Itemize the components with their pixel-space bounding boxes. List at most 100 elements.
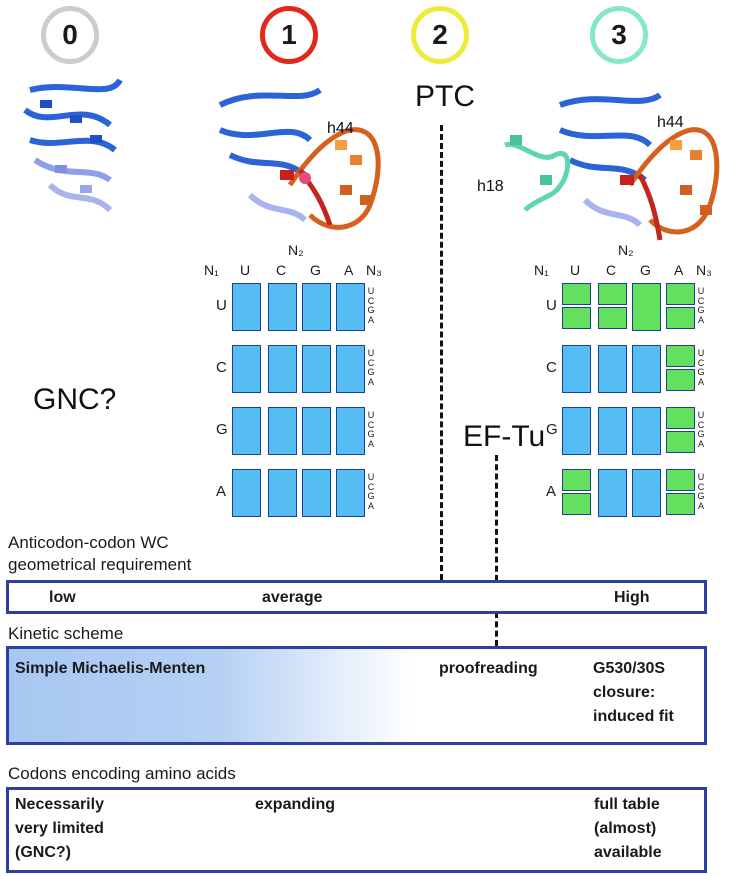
column-header: C — [606, 262, 617, 278]
codon-box-half — [562, 493, 591, 515]
codon-box — [268, 469, 297, 517]
n3-header: N₃ — [696, 262, 712, 278]
stage-3-label: 3 — [611, 19, 627, 50]
codon-box — [632, 345, 661, 393]
codon-box — [598, 345, 627, 393]
third-position-label: C — [367, 357, 375, 368]
third-position-label: C — [697, 481, 705, 492]
codon-box-half — [562, 307, 591, 329]
codon-box-half — [562, 283, 591, 305]
third-position-label: G — [367, 429, 375, 439]
codons-encoding-panel: Necessarily very limited (GNC?) expandin… — [6, 787, 707, 873]
codon-box-half — [666, 307, 695, 329]
codon-box — [268, 407, 297, 455]
stage-3-circle: 3 — [590, 6, 648, 64]
codon-box — [302, 345, 331, 393]
codons-expanding: expanding — [255, 796, 336, 813]
codon-box-half — [666, 493, 695, 515]
kinetic-scheme-panel: Simple Michaelis-Menten proofreading G53… — [6, 646, 707, 745]
geometry-high: High — [614, 589, 650, 606]
third-position-label: U — [697, 472, 705, 482]
codon-box — [232, 345, 261, 393]
third-position-label: C — [697, 295, 705, 306]
codon-box — [562, 407, 591, 455]
third-position-label: G — [697, 491, 705, 501]
third-position-label: C — [367, 481, 375, 492]
row-label: G — [216, 421, 228, 438]
third-position-label: A — [697, 376, 704, 387]
third-position-label: C — [367, 295, 375, 306]
section-2-title: Kinetic scheme — [8, 624, 124, 643]
stage-2-label: 2 — [432, 19, 448, 50]
kinetic-simple-mm: Simple Michaelis-Menten — [15, 660, 206, 677]
ef-tu-dashed-line-upper — [495, 455, 498, 581]
stage-0-circle: 0 — [41, 6, 99, 64]
ef-tu-label: EF-Tu — [463, 420, 546, 453]
row-label: U — [216, 297, 227, 314]
third-position-label: A — [367, 376, 374, 387]
codon-box — [562, 345, 591, 393]
codon-box — [336, 283, 365, 331]
third-position-label: C — [367, 419, 375, 430]
rna-structure-0 — [23, 78, 123, 213]
column-header: U — [240, 262, 251, 278]
codon-box-half — [666, 431, 695, 453]
third-position-label: U — [367, 472, 375, 482]
column-header: G — [310, 262, 321, 278]
codon-box — [632, 469, 661, 517]
kinetic-proofreading: proofreading — [439, 660, 538, 677]
n2-header: N₂ — [618, 242, 634, 258]
codon-box-half — [666, 369, 695, 391]
codons-full-table: full table (almost) available — [594, 796, 662, 861]
column-header: U — [570, 262, 581, 278]
row-label: C — [216, 359, 227, 376]
third-position-label: U — [367, 348, 375, 358]
codon-box — [268, 345, 297, 393]
row-label: A — [546, 483, 557, 500]
n3-header: N₃ — [366, 262, 382, 278]
rna-structure-3 — [504, 92, 720, 241]
third-position-label: A — [367, 500, 374, 511]
third-position-label: A — [697, 314, 704, 325]
stage-1-circle: 1 — [260, 6, 318, 64]
ef-tu-dashed-line-lower — [495, 612, 498, 646]
column-header: A — [674, 262, 684, 278]
stage-1-label: 1 — [281, 19, 297, 50]
rna-structure-1 — [218, 87, 381, 230]
third-position-label: A — [367, 438, 374, 449]
codon-box — [302, 469, 331, 517]
codon-box-half — [598, 307, 627, 329]
third-position-label: G — [697, 429, 705, 439]
column-header: A — [344, 262, 354, 278]
codon-box — [302, 407, 331, 455]
codon-box-half — [666, 283, 695, 305]
row-label: A — [216, 483, 227, 500]
codon-box-half — [666, 345, 695, 367]
third-position-label: G — [367, 491, 375, 501]
third-position-label: U — [697, 348, 705, 358]
third-position-label: U — [367, 286, 375, 296]
third-position-label: C — [697, 419, 705, 430]
third-position-label: U — [367, 410, 375, 420]
stage-0-label: 0 — [62, 19, 78, 50]
codon-box — [598, 407, 627, 455]
codon-box — [336, 345, 365, 393]
codon-box-half — [666, 407, 695, 429]
section-1-title: Anticodon-codon WC geometrical requireme… — [8, 533, 192, 574]
codon-box — [268, 283, 297, 331]
n1-header: N₁ — [534, 262, 549, 278]
row-label: G — [546, 421, 558, 438]
h44-label-stage-3: h44 — [657, 114, 684, 131]
third-position-label: A — [697, 438, 704, 449]
codon-box — [232, 469, 261, 517]
